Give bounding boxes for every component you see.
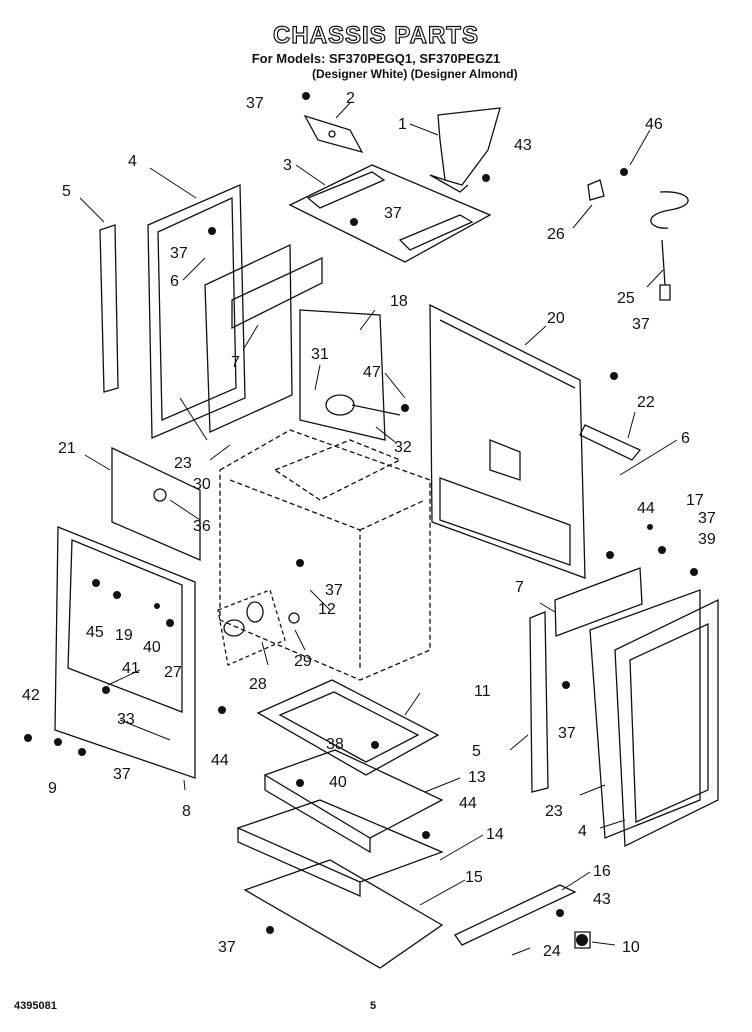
side-panel-right-23 <box>589 589 701 839</box>
callout-44: 44 <box>459 795 477 812</box>
burner-cover-11 <box>256 679 440 776</box>
callout-numbers: 1 2 37 43 46 4 3 5 37 26 37 6 25 18 20 3… <box>22 90 716 960</box>
callout-40: 40 <box>143 639 161 656</box>
back-panel <box>429 303 586 579</box>
callout-42: 42 <box>22 687 40 704</box>
callout-32: 32 <box>394 439 412 456</box>
callout-14: 14 <box>486 826 504 843</box>
callout-7: 7 <box>515 579 524 596</box>
callout-10: 10 <box>622 939 640 956</box>
side-panel-left <box>147 184 246 439</box>
callout-36: 36 <box>193 518 211 535</box>
callout-41: 41 <box>122 660 140 677</box>
callout-17: 17 <box>686 492 704 509</box>
callout-31: 31 <box>311 346 329 363</box>
callout-13: 13 <box>468 769 486 786</box>
callout-27: 27 <box>164 664 182 681</box>
insulation-21 <box>111 446 201 561</box>
oven-cavity <box>219 429 431 681</box>
bracket-2 <box>303 114 364 154</box>
document-number: 4395081 <box>14 1000 57 1012</box>
insulation-7 <box>204 243 323 433</box>
top-burner-box <box>288 164 492 263</box>
igniter-valve-31 <box>325 394 401 416</box>
callout-46: 46 <box>645 116 663 133</box>
burner-28 <box>223 601 300 637</box>
callout-44: 44 <box>637 500 655 517</box>
variants-line: (Designer White) (Designer Almond) <box>312 67 518 81</box>
trim-strip-left-5 <box>99 224 119 393</box>
callout-45: 45 <box>86 624 104 641</box>
callout-28: 28 <box>249 676 267 693</box>
gasket-18 <box>299 309 386 441</box>
bracket-26 <box>587 179 605 201</box>
callout-4: 4 <box>128 153 137 170</box>
callout-5: 5 <box>62 183 71 200</box>
callout-23: 23 <box>545 803 563 820</box>
callout-18: 18 <box>390 293 408 310</box>
callout-7: 7 <box>231 354 240 371</box>
insulation-7-right <box>554 567 643 637</box>
leader-lines <box>79 102 678 956</box>
callout-37: 37 <box>325 582 343 599</box>
callout-23: 23 <box>174 455 192 472</box>
power-cord-25 <box>650 191 689 301</box>
page-title: CHASSIS PARTS <box>272 21 479 49</box>
callout-3: 3 <box>283 157 292 174</box>
callout-19: 19 <box>115 627 133 644</box>
callout-26: 26 <box>547 226 565 243</box>
callout-37: 37 <box>170 245 188 262</box>
drawer-slide-16 <box>454 884 577 946</box>
callout-22: 22 <box>637 394 655 411</box>
callout-37: 37 <box>218 939 236 956</box>
callout-2: 2 <box>346 90 355 107</box>
fasteners <box>24 92 698 946</box>
flue-deflector <box>429 107 501 193</box>
callout-39: 39 <box>698 531 716 548</box>
models-line: For Models: SF370PEGQ1, SF370PEGZ1 <box>251 51 501 66</box>
callout-37: 37 <box>698 510 716 527</box>
callout-37: 37 <box>246 95 264 112</box>
callout-24: 24 <box>543 943 561 960</box>
front-frame <box>54 526 196 779</box>
callout-38: 38 <box>326 736 344 753</box>
callout-5: 5 <box>472 743 481 760</box>
side-panel-right-4 <box>614 598 719 848</box>
callout-29: 29 <box>294 653 312 670</box>
rail-22 <box>579 424 642 461</box>
callout-4: 4 <box>578 823 587 840</box>
callout-1: 1 <box>398 116 407 133</box>
drawer-13 <box>263 749 444 854</box>
callout-30: 30 <box>193 476 211 493</box>
callout-43: 43 <box>593 891 611 908</box>
callout-20: 20 <box>547 310 565 327</box>
callout-25: 25 <box>617 290 635 307</box>
callout-37: 37 <box>632 316 650 333</box>
callout-44: 44 <box>211 752 229 769</box>
trim-strip-right-5 <box>529 611 549 793</box>
page-number: 5 <box>370 1000 377 1012</box>
burner-assembly <box>217 589 286 666</box>
callout-40: 40 <box>329 774 347 791</box>
callout-33: 33 <box>117 711 135 728</box>
callout-37: 37 <box>558 725 576 742</box>
callout-21: 21 <box>58 440 76 457</box>
callout-47: 47 <box>363 364 381 381</box>
callout-8: 8 <box>182 803 191 820</box>
callout-9: 9 <box>48 780 57 797</box>
drawer-bottom-15 <box>243 859 444 969</box>
callout-15: 15 <box>465 869 483 886</box>
callout-37: 37 <box>113 766 131 783</box>
leveling-leg-10 <box>574 931 591 949</box>
callout-43: 43 <box>514 137 532 154</box>
callout-16: 16 <box>593 863 611 880</box>
callout-6: 6 <box>170 273 179 290</box>
callout-11: 11 <box>474 683 491 700</box>
callout-12: 12 <box>318 601 336 618</box>
callout-6: 6 <box>681 430 690 447</box>
callout-37: 37 <box>384 205 402 222</box>
